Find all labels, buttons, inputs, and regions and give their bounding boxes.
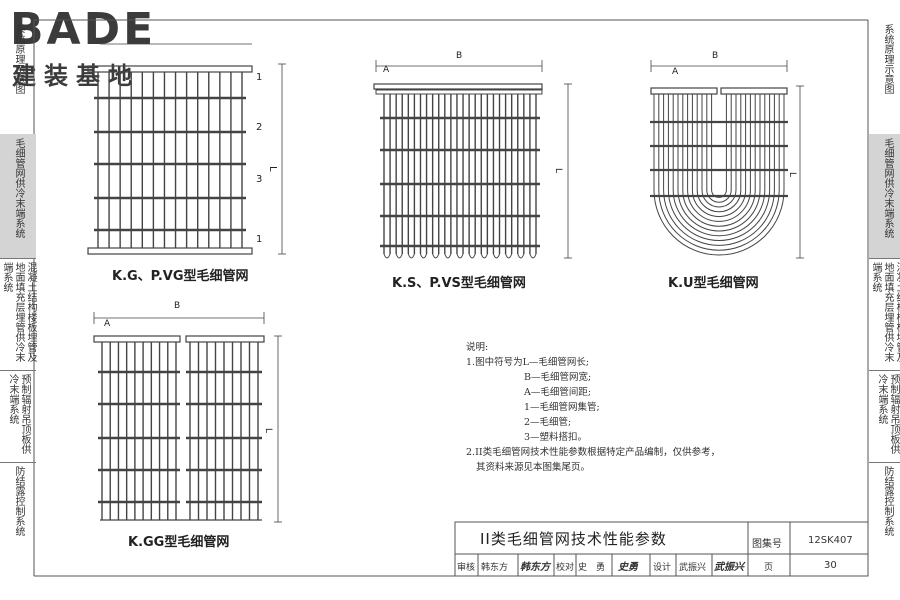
ku-header-pipe <box>720 87 788 95</box>
kgg-dim-b: B <box>174 301 180 311</box>
sidebar-left-tab-dew[interactable]: 防结露控制系统 <box>13 466 24 536</box>
figure-kg-title: K.G、P.VG型毛细管网 <box>112 269 249 284</box>
reviewer-name: 韩东方 <box>481 563 509 573</box>
atlas-number: 12SK407 <box>808 535 853 546</box>
figure-ku-title: K.U型毛细管网 <box>668 276 759 291</box>
sidebar-left-tab-concrete[interactable]: 混凝土结构楼板埋管及地面填充层埋管供冷末端系统 <box>0 258 36 371</box>
ku-capillary-loop <box>701 94 737 208</box>
designer-name: 武振兴 <box>679 563 707 573</box>
notes-block: 说明: 1.图中符号为L—毛细管网长; B—毛细管网宽; A—毛细管间距; 1—… <box>466 340 720 475</box>
ks-u-bend <box>468 253 476 259</box>
kg-header-pipe <box>87 65 253 73</box>
ku-capillary-loop <box>653 94 785 256</box>
ku-capillary-loop <box>687 94 751 222</box>
sidebar-left-tab-capillary[interactable]: 毛细管网供冷末端系统 <box>0 134 36 259</box>
kgg-dim-l: L <box>263 428 273 433</box>
ku-capillary-loop <box>706 94 732 203</box>
logo-cjk-text: 建装基地 <box>12 62 140 90</box>
note-line: A—毛细管间距; <box>524 387 592 398</box>
ku-capillary-loop <box>711 94 727 198</box>
atlas-label: 图集号 <box>752 539 782 550</box>
kg-dim-l: L <box>267 166 278 172</box>
ks-dim-a: A <box>383 65 390 75</box>
ks-dim-b: B <box>456 51 462 61</box>
note-line: 1.图中符号为L—毛细管网长; <box>466 357 590 368</box>
ks-u-bend <box>456 253 464 259</box>
ku-capillary-loop <box>672 94 766 237</box>
design-label: 设计 <box>653 563 672 573</box>
kgg-header-pipe <box>93 335 181 343</box>
checker-signature: 史勇 <box>618 562 638 573</box>
sidebar-left-tab-ceiling[interactable]: 预制辐射吊顶板供冷末端系统 <box>0 370 36 463</box>
kg-callout-3: 3 <box>256 174 262 185</box>
ku-capillary-loop <box>658 94 780 251</box>
ks-header-pipe <box>373 83 543 90</box>
ks-u-bend <box>505 253 513 259</box>
note-line: B—毛细管网宽; <box>524 372 592 383</box>
review-label: 审核 <box>457 563 476 573</box>
ku-dim-b: B <box>712 51 718 61</box>
ku-header-pipe <box>650 87 718 95</box>
ks-u-bend <box>529 253 537 259</box>
note-line: 1—毛细管网集管; <box>524 402 600 413</box>
kg-callout-1-bottom: 1 <box>256 234 262 245</box>
ks-u-bend <box>407 253 415 259</box>
note-line: 2.II类毛细管网技术性能参数根据特定产品编制，仅供参考， <box>466 447 721 458</box>
note-line: 2—毛细管; <box>524 417 572 428</box>
ku-capillary-loop <box>677 94 761 232</box>
notes-heading: 说明: <box>466 342 489 353</box>
ks-u-bend <box>480 253 488 259</box>
figure-kgg-title: K.GG型毛细管网 <box>128 535 230 550</box>
kg-header-pipe <box>87 247 253 255</box>
sidebar-right-tab-ceiling[interactable]: 预制辐射吊顶板供冷末端系统 <box>869 370 900 463</box>
kg-callout-1-top: 1 <box>256 72 262 83</box>
kgg-dim-a: A <box>104 319 111 329</box>
kg-callout-2: 2 <box>256 122 262 133</box>
ks-u-bend <box>383 253 391 259</box>
ks-dim-l: L <box>553 168 563 173</box>
ks-u-bend <box>432 253 440 259</box>
ku-dim-a: A <box>672 67 679 77</box>
check-label: 校对 <box>556 563 575 573</box>
designer-signature: 武振兴 <box>714 562 744 573</box>
ks-header-pipe <box>375 89 543 95</box>
sidebar-right-tab-dew[interactable]: 防结露控制系统 <box>882 466 893 536</box>
reviewer-signature: 韩东方 <box>520 562 550 573</box>
figure-ks-title: K.S、P.VS型毛细管网 <box>392 276 526 291</box>
ku-capillary-loop <box>682 94 756 227</box>
ks-u-bend <box>395 253 403 259</box>
page-number: 30 <box>824 560 837 571</box>
ku-dim-l: L <box>787 172 797 177</box>
ku-capillary-loop <box>667 94 771 242</box>
ku-capillary-loop <box>663 94 775 246</box>
drawing-title: II类毛细管网技术性能参数 <box>480 530 667 548</box>
note-line: 3—塑料搭扣。 <box>524 432 588 443</box>
ks-u-bend <box>420 253 428 259</box>
note-line: 其资料来源见本图集尾页。 <box>476 462 591 473</box>
ku-capillary-loop <box>691 94 747 218</box>
page-label: 页 <box>764 563 774 573</box>
kgg-header-pipe <box>185 335 265 343</box>
ks-u-bend <box>492 253 500 259</box>
ks-u-bend <box>444 253 452 259</box>
checker-name: 史 勇 <box>578 563 606 573</box>
ks-u-bend <box>517 253 525 259</box>
sidebar-right-tab-capillary[interactable]: 毛细管网供冷末端系统 <box>869 134 900 259</box>
sidebar-right-tab-concrete[interactable]: 混凝土结构楼板埋管及地面填充层埋管供冷末端系统 <box>869 258 900 371</box>
